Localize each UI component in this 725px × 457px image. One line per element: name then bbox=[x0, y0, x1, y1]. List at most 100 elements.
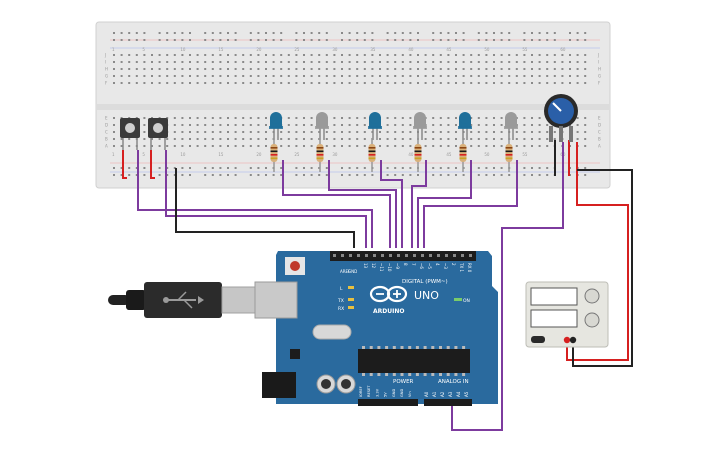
potentiometer[interactable] bbox=[544, 94, 578, 142]
terminal-hole bbox=[173, 61, 176, 63]
led-rim bbox=[504, 126, 518, 129]
terminal-hole bbox=[500, 61, 503, 63]
terminal-hole bbox=[318, 131, 321, 133]
terminal-hole bbox=[546, 54, 549, 56]
ground-wire[interactable] bbox=[175, 168, 355, 248]
rail-hole bbox=[447, 167, 450, 169]
reset-button[interactable] bbox=[290, 261, 300, 271]
terminal-hole bbox=[318, 82, 321, 84]
led3-signal-wire[interactable] bbox=[380, 160, 403, 248]
terminal-hole bbox=[356, 68, 359, 70]
rail-hole bbox=[455, 174, 457, 176]
terminal-hole bbox=[325, 75, 328, 77]
button1-signal-wire[interactable] bbox=[137, 150, 373, 248]
terminal-hole bbox=[363, 145, 366, 147]
terminal-hole bbox=[158, 145, 161, 147]
digital-header[interactable] bbox=[330, 251, 476, 261]
terminal-hole bbox=[523, 54, 526, 56]
rail-hole bbox=[128, 167, 131, 169]
negative-terminal[interactable] bbox=[569, 336, 577, 344]
terminal-hole bbox=[462, 68, 465, 70]
power-switch[interactable] bbox=[531, 336, 545, 343]
terminal-hole bbox=[265, 61, 267, 63]
resistor-5[interactable] bbox=[459, 138, 467, 172]
led6-signal-wire[interactable] bbox=[423, 160, 518, 248]
terminal-hole bbox=[386, 124, 389, 126]
usb-b-port[interactable] bbox=[254, 281, 298, 319]
button-1[interactable] bbox=[120, 118, 140, 150]
terminal-hole bbox=[394, 145, 397, 147]
pot-ground-wire[interactable] bbox=[572, 169, 633, 367]
terminal-hole bbox=[523, 75, 526, 77]
terminal-hole bbox=[538, 124, 541, 126]
resistor-4[interactable] bbox=[414, 138, 422, 172]
usb-cable[interactable] bbox=[108, 282, 257, 318]
button2-signal-wire[interactable] bbox=[165, 150, 367, 248]
terminal-hole bbox=[523, 145, 526, 147]
voltage-knob[interactable] bbox=[584, 288, 600, 304]
resistor-1[interactable] bbox=[270, 138, 278, 172]
rail-hole bbox=[158, 174, 161, 176]
terminal-hole bbox=[143, 54, 146, 56]
resistor-2[interactable] bbox=[316, 138, 324, 172]
button-2[interactable] bbox=[148, 118, 168, 150]
pot-analog-wire[interactable] bbox=[451, 142, 564, 431]
led5-signal-wire[interactable] bbox=[417, 160, 472, 248]
power-jack[interactable] bbox=[262, 372, 296, 398]
rail-hole bbox=[257, 174, 260, 176]
button1-power-wire[interactable] bbox=[122, 150, 127, 179]
rail-hole bbox=[204, 167, 207, 169]
rail-hole bbox=[348, 174, 351, 176]
rail-hole bbox=[493, 39, 495, 41]
terminal-hole bbox=[576, 68, 579, 70]
chip-pin bbox=[462, 373, 466, 376]
led-6[interactable] bbox=[504, 112, 518, 140]
terminal-hole bbox=[485, 82, 488, 84]
current-knob[interactable] bbox=[584, 312, 600, 328]
column-number: 30 bbox=[332, 152, 338, 157]
terminal-hole bbox=[401, 54, 404, 56]
pot-power-wire[interactable] bbox=[566, 142, 629, 361]
rail-hole bbox=[249, 167, 252, 169]
terminal-hole bbox=[348, 131, 351, 133]
chip-pin bbox=[408, 373, 412, 376]
led-3[interactable] bbox=[368, 112, 382, 140]
power-supply[interactable] bbox=[525, 281, 609, 348]
power-header[interactable] bbox=[358, 399, 418, 406]
positive-terminal[interactable] bbox=[563, 336, 571, 344]
terminal-hole bbox=[310, 68, 313, 70]
terminal-hole bbox=[135, 75, 138, 77]
leds-group bbox=[269, 112, 518, 140]
terminal-hole bbox=[584, 145, 587, 147]
tx-led bbox=[348, 298, 354, 301]
rail-hole bbox=[386, 39, 389, 41]
digital-pin-label: 12 bbox=[371, 263, 376, 269]
terminal-hole bbox=[432, 117, 435, 119]
terminal-hole bbox=[211, 82, 214, 84]
led2-signal-wire[interactable] bbox=[328, 160, 397, 248]
led1-signal-wire[interactable] bbox=[282, 160, 391, 248]
column-number: 55 bbox=[522, 47, 528, 52]
resistor-3[interactable] bbox=[368, 138, 376, 172]
led-2[interactable] bbox=[315, 112, 329, 140]
terminal-hole bbox=[219, 68, 222, 70]
rail-hole bbox=[371, 174, 374, 176]
resistor-band bbox=[459, 150, 467, 153]
terminal-hole bbox=[189, 68, 191, 70]
analog-header[interactable] bbox=[424, 399, 472, 406]
terminal-hole bbox=[272, 75, 275, 77]
header-pin bbox=[405, 254, 408, 257]
terminal-hole bbox=[470, 54, 473, 56]
rail-hole bbox=[249, 174, 252, 176]
led4-signal-wire[interactable] bbox=[411, 160, 427, 248]
led-5[interactable] bbox=[458, 112, 472, 140]
button2-power-wire[interactable] bbox=[150, 150, 155, 179]
terminal-hole bbox=[120, 145, 123, 147]
resistor-6[interactable] bbox=[505, 138, 513, 172]
terminal-hole bbox=[287, 124, 290, 126]
capacitor-2 bbox=[336, 374, 356, 394]
terminal-hole bbox=[310, 75, 313, 77]
